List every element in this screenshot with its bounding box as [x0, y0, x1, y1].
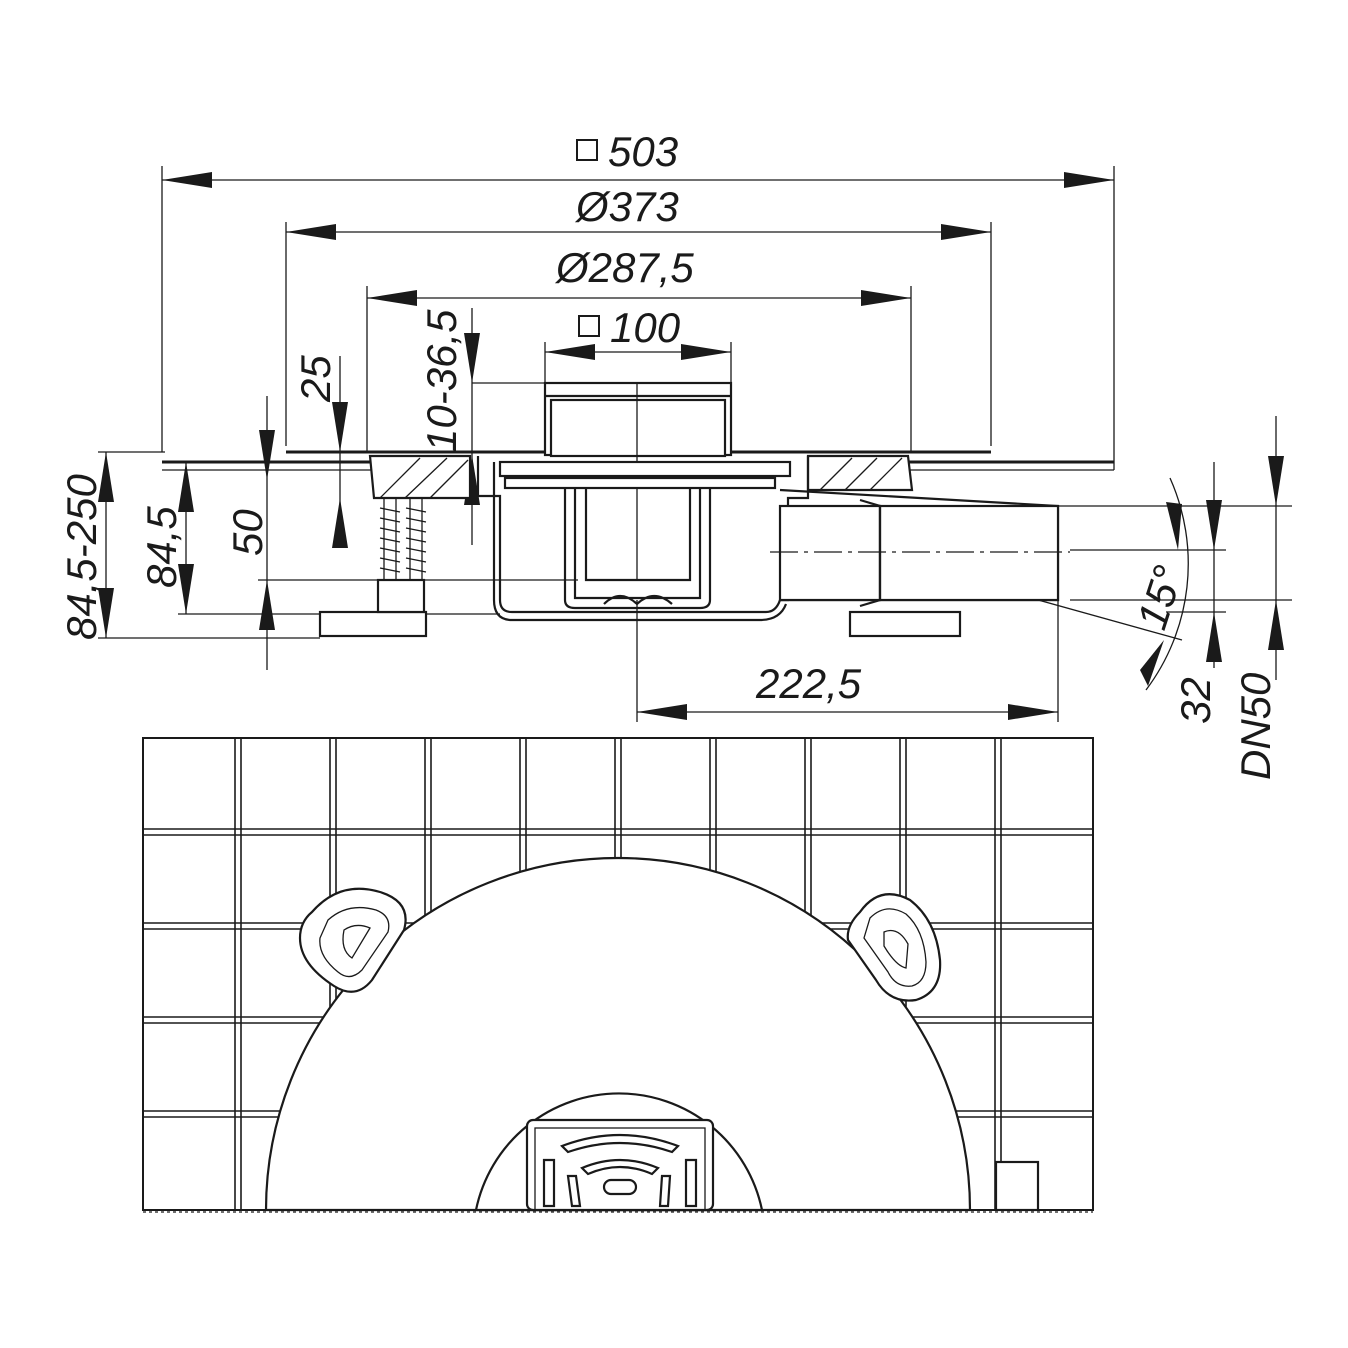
flange-disk [264, 856, 972, 1212]
dimension-lines [98, 166, 1292, 722]
dim-503: 503 [608, 128, 678, 175]
dim-10-36-5: 10-36,5 [418, 309, 465, 452]
dim-84-5-250: 84,5-250 [58, 474, 105, 640]
leveling-foot-right [846, 893, 942, 1002]
dim-dn50: DN50 [1232, 672, 1279, 780]
plan-view [142, 737, 1094, 1213]
dim-84-5: 84,5 [138, 506, 185, 588]
square-symbol-icon [576, 139, 598, 161]
dim-25: 25 [292, 355, 339, 403]
section-view [162, 381, 1114, 638]
leveling-foot-left [298, 887, 407, 993]
dim-15-deg: 15° [1128, 560, 1192, 635]
labels: 503 Ø373 Ø287,5 100 10-36,5 25 50 84,5 8… [58, 128, 1279, 780]
dim-50: 50 [224, 509, 271, 556]
dim-287-5: Ø287,5 [554, 244, 694, 291]
dim-222-5: 222,5 [755, 660, 862, 707]
dim-373: Ø373 [574, 183, 679, 230]
dim-32: 32 [1172, 677, 1219, 724]
dim-100: 100 [610, 304, 681, 351]
square-symbol-icon-small [578, 315, 600, 337]
